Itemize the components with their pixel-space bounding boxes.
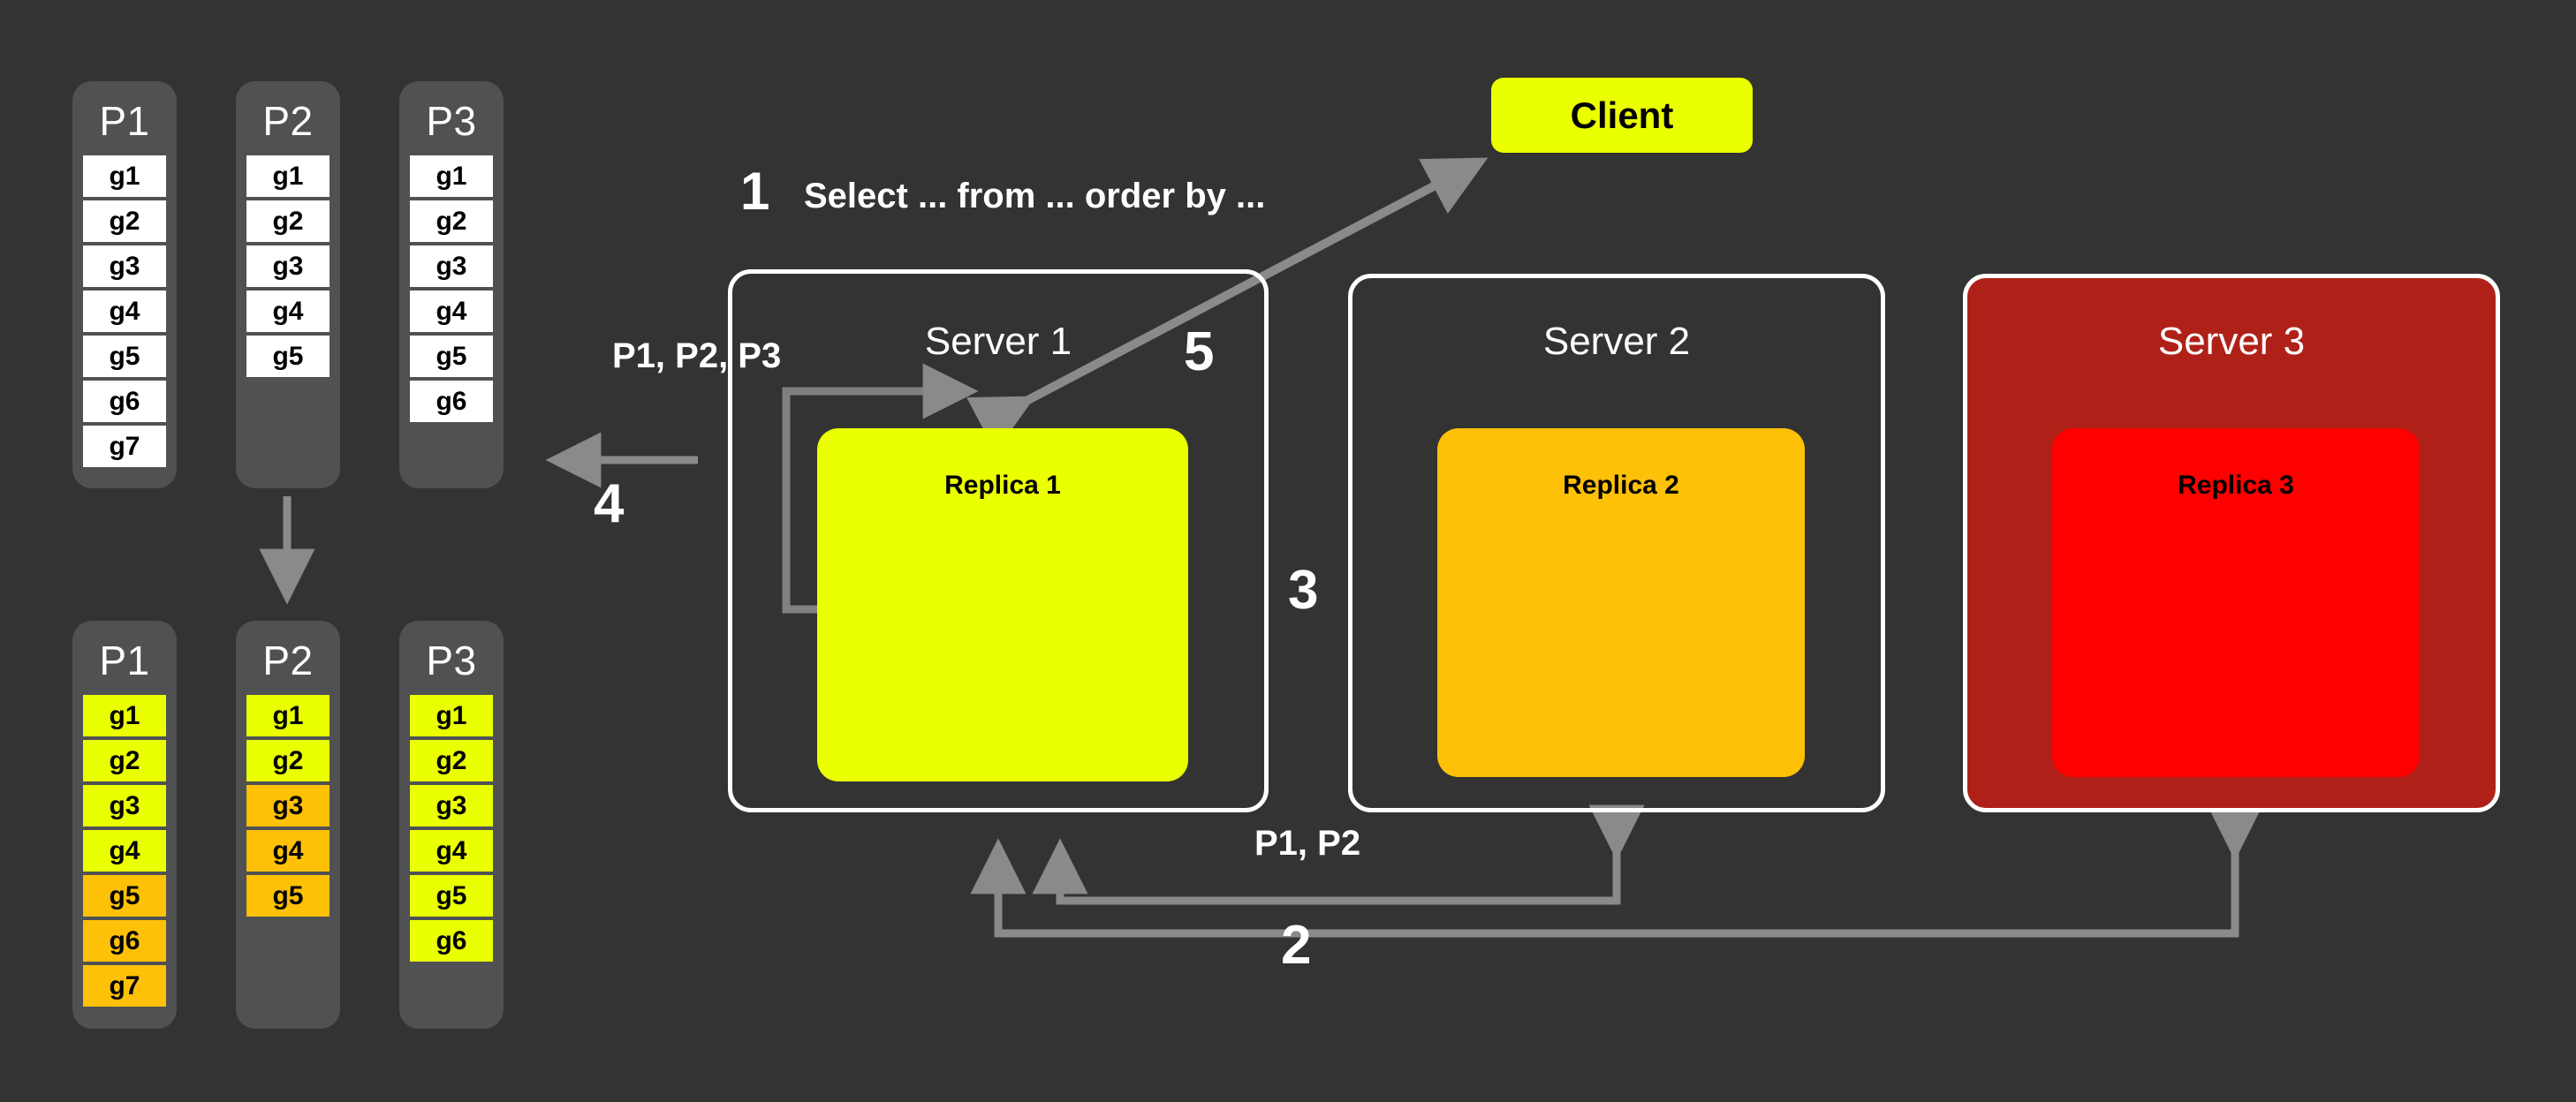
partition-cell[interactable]: g3 bbox=[83, 785, 166, 826]
partition-title: P3 bbox=[426, 638, 477, 683]
partition-cell[interactable]: g1 bbox=[246, 695, 330, 736]
partition-cell[interactable]: g7 bbox=[83, 965, 166, 1007]
partition-cell[interactable]: g2 bbox=[410, 740, 493, 781]
partition-cell[interactable]: g1 bbox=[83, 695, 166, 736]
partition-cell[interactable]: g3 bbox=[410, 245, 493, 287]
partition-cell[interactable]: g3 bbox=[410, 785, 493, 826]
server-1-title: Server 1 bbox=[924, 320, 1072, 363]
step-label-3: 3 bbox=[1288, 560, 1319, 621]
partition-cell[interactable]: g3 bbox=[246, 785, 330, 826]
replica-3-box[interactable]: Replica 3 bbox=[2052, 428, 2420, 777]
replica-1-label: Replica 1 bbox=[944, 471, 1061, 500]
client-box[interactable]: Client bbox=[1491, 78, 1753, 153]
arrow-server3-to-server1 bbox=[970, 804, 2263, 938]
partition-cell[interactable]: g5 bbox=[246, 875, 330, 917]
query-text: Select ... from ... order by ... bbox=[804, 177, 1266, 215]
partition-title: P1 bbox=[99, 638, 150, 683]
partition-top-p1[interactable]: P1 g1 g2 g3 g4 g5 g6 g7 bbox=[72, 81, 177, 488]
partition-cell[interactable]: g4 bbox=[246, 830, 330, 872]
step-label-1: 1 bbox=[740, 162, 770, 221]
partition-cell[interactable]: g4 bbox=[410, 291, 493, 332]
server-2-title: Server 2 bbox=[1542, 320, 1691, 363]
server-3-title: Server 3 bbox=[2157, 320, 2306, 363]
partition-bottom-p2[interactable]: P2 g1 g2 g3 g4 g5 bbox=[236, 621, 340, 1029]
partition-cell-list: g1 g2 g3 g4 g5 g6 bbox=[399, 155, 504, 422]
server-2-box[interactable]: Server 2 Replica 2 bbox=[1348, 274, 1885, 812]
partition-cell-list: g1 g2 g3 g4 g5 g6 bbox=[399, 695, 504, 962]
partition-cell[interactable]: g7 bbox=[83, 426, 166, 467]
partition-bottom-p1[interactable]: P1 g1 g2 g3 g4 g5 g6 g7 bbox=[72, 621, 177, 1029]
partition-cell-list: g1 g2 g3 g4 g5 g6 g7 bbox=[72, 155, 177, 467]
partition-cell[interactable]: g4 bbox=[410, 830, 493, 872]
partition-cell[interactable]: g5 bbox=[410, 336, 493, 377]
partition-cell[interactable]: g2 bbox=[246, 200, 330, 242]
partition-cell[interactable]: g6 bbox=[83, 381, 166, 422]
partition-cell[interactable]: g1 bbox=[410, 695, 493, 736]
partition-cell-list: g1 g2 g3 g4 g5 bbox=[236, 155, 340, 377]
step-label-4: 4 bbox=[594, 473, 625, 534]
partition-cell[interactable]: g3 bbox=[246, 245, 330, 287]
server-1-box[interactable]: Server 1 Replica 1 bbox=[728, 269, 1269, 812]
client-label: Client bbox=[1570, 94, 1674, 136]
partition-cell[interactable]: g5 bbox=[246, 336, 330, 377]
partitions-out-label: P1, P2, P3 bbox=[612, 336, 782, 375]
partition-top-p3[interactable]: P3 g1 g2 g3 g4 g5 g6 bbox=[399, 81, 504, 488]
partition-cell[interactable]: g2 bbox=[246, 740, 330, 781]
partition-cell[interactable]: g2 bbox=[83, 200, 166, 242]
partition-cell-list: g1 g2 g3 g4 g5 g6 g7 bbox=[72, 695, 177, 1007]
partition-cell[interactable]: g3 bbox=[83, 245, 166, 287]
partition-cell[interactable]: g4 bbox=[83, 830, 166, 872]
partition-bottom-p3[interactable]: P3 g1 g2 g3 g4 g5 g6 bbox=[399, 621, 504, 1029]
step-label-5: 5 bbox=[1184, 321, 1215, 382]
partition-title: P2 bbox=[262, 98, 314, 144]
partition-cell[interactable]: g6 bbox=[83, 920, 166, 962]
partition-cell[interactable]: g4 bbox=[246, 291, 330, 332]
server-3-box[interactable]: Server 3 Replica 3 bbox=[1963, 274, 2500, 812]
partition-cell[interactable]: g1 bbox=[83, 155, 166, 197]
partition-cell[interactable]: g2 bbox=[410, 200, 493, 242]
partition-cell[interactable]: g5 bbox=[83, 336, 166, 377]
replica-1-box[interactable]: Replica 1 bbox=[817, 428, 1188, 781]
partition-cell[interactable]: g1 bbox=[246, 155, 330, 197]
partitions-in-label: P1, P2 bbox=[1254, 824, 1361, 863]
partition-title: P1 bbox=[99, 98, 150, 144]
replica-3-label: Replica 3 bbox=[2178, 471, 2294, 500]
partition-cell[interactable]: g2 bbox=[83, 740, 166, 781]
partition-cell[interactable]: g5 bbox=[83, 875, 166, 917]
partition-cell-list: g1 g2 g3 g4 g5 bbox=[236, 695, 340, 917]
partition-cell[interactable]: g1 bbox=[410, 155, 493, 197]
replica-2-box[interactable]: Replica 2 bbox=[1437, 428, 1805, 777]
partition-cell[interactable]: g6 bbox=[410, 920, 493, 962]
partition-cell[interactable]: g5 bbox=[410, 875, 493, 917]
replica-2-label: Replica 2 bbox=[1563, 471, 1679, 500]
partition-title: P2 bbox=[262, 638, 314, 683]
partition-top-p2[interactable]: P2 g1 g2 g3 g4 g5 bbox=[236, 81, 340, 488]
partition-cell[interactable]: g6 bbox=[410, 381, 493, 422]
partition-cell[interactable]: g4 bbox=[83, 291, 166, 332]
partition-title: P3 bbox=[426, 98, 477, 144]
step-label-2: 2 bbox=[1281, 915, 1312, 976]
